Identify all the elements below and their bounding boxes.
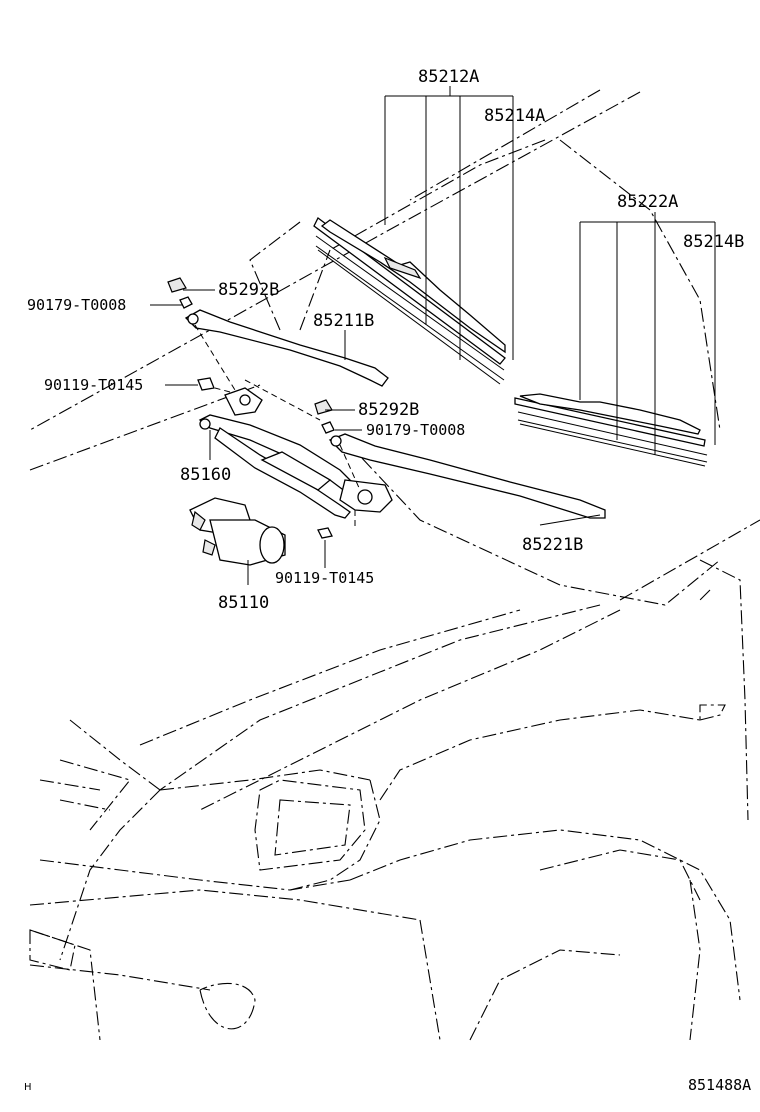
label-85211B: 85211B <box>313 311 374 331</box>
label-85160: 85160 <box>180 465 231 485</box>
connection-lines <box>194 324 361 530</box>
label-85292B-top: 85292B <box>218 280 279 300</box>
label-85222A: 85222A <box>617 192 678 212</box>
footer: H 851488A <box>24 1076 751 1094</box>
pivot-caps-and-nuts <box>167 277 335 434</box>
leader-lines <box>150 86 716 585</box>
label-85221B: 85221B <box>522 535 583 555</box>
label-90119-T0145-bot: 90119-T0145 <box>275 569 374 587</box>
label-90179-T0008-mid: 90179-T0008 <box>366 421 465 439</box>
label-85110: 85110 <box>218 593 269 613</box>
label-90119-T0145-top: 90119-T0145 <box>44 376 143 394</box>
passenger-wiper-blade <box>514 393 708 467</box>
diagram-code: 851488A <box>688 1076 751 1094</box>
label-85212A: 85212A <box>418 67 479 87</box>
front-wiper-blade <box>313 217 506 385</box>
corner-mark: H <box>24 1082 32 1093</box>
front-wiper-arm <box>184 309 389 387</box>
label-85292B-mid: 85292B <box>358 400 419 420</box>
vehicle-body-outline <box>29 89 760 1041</box>
label-90179-T0008-top: 90179-T0008 <box>27 296 126 314</box>
label-85214B: 85214B <box>683 232 744 252</box>
wiper-link-assembly <box>197 377 393 539</box>
passenger-wiper-arm <box>328 433 606 519</box>
wiper-motor <box>189 497 286 566</box>
label-85214A: 85214A <box>484 106 545 126</box>
part-labels: 85212A 85214A 85222A 85214B 85292B 90179… <box>27 67 744 613</box>
